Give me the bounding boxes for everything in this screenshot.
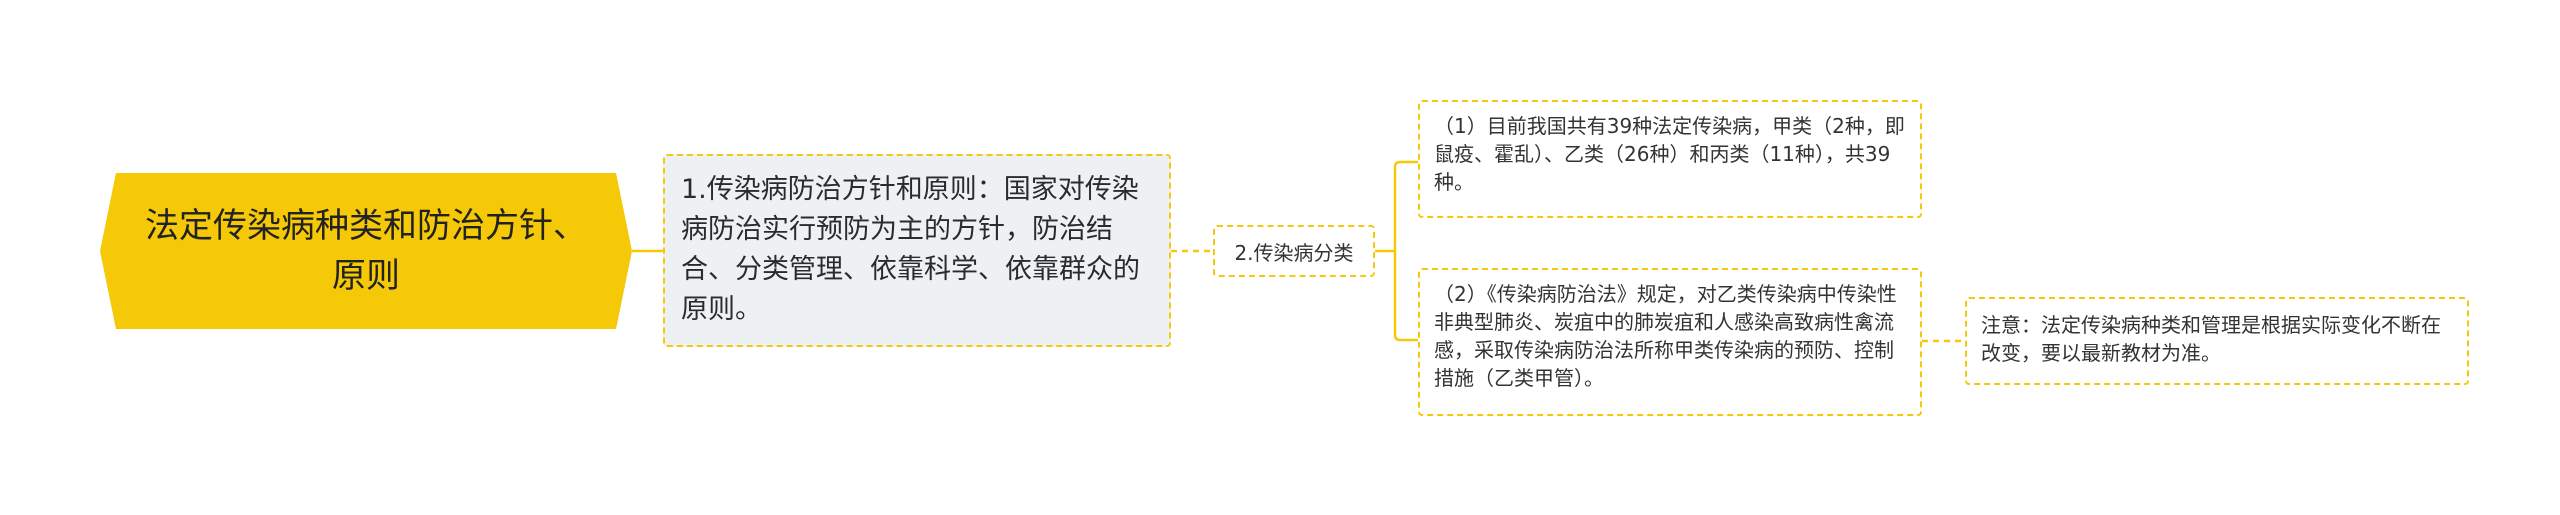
classification-topic-label: 2.传染病分类 (1234, 240, 1354, 265)
root-topic-label: 法定传染病种类和防治方针、原则 (145, 206, 587, 296)
connector-classification-to-items (1375, 160, 1418, 342)
classification-item-1-label: （1）目前我国共有39种法定传染病，甲类（2种，即鼠疫、霍乱）、乙类（26种）和… (1434, 114, 1905, 194)
classification-topic[interactable]: 2.传染病分类 (1213, 225, 1375, 277)
root-topic[interactable]: 法定传染病种类和防治方针、原则 (100, 173, 632, 329)
note-topic-label: 注意：法定传染病种类和管理是根据实际变化不断在改变，要以最新教材为准。 (1981, 313, 2441, 365)
classification-item-2-label: （2）《传染病防治法》规定，对乙类传染病中传染性非典型肺炎、炭疽中的肺炭疽和人感… (1434, 282, 1897, 390)
classification-item-2[interactable]: （2）《传染病防治法》规定，对乙类传染病中传染性非典型肺炎、炭疽中的肺炭疽和人感… (1418, 268, 1922, 416)
principle-topic[interactable]: 1.传染病防治方针和原则：国家对传染病防治实行预防为主的方针，防治结合、分类管理… (663, 154, 1171, 347)
note-topic[interactable]: 注意：法定传染病种类和管理是根据实际变化不断在改变，要以最新教材为准。 (1965, 297, 2469, 385)
principle-topic-label: 1.传染病防治方针和原则：国家对传染病防治实行预防为主的方针，防治结合、分类管理… (681, 174, 1140, 325)
classification-item-1[interactable]: （1）目前我国共有39种法定传染病，甲类（2种，即鼠疫、霍乱）、乙类（26种）和… (1418, 100, 1922, 218)
